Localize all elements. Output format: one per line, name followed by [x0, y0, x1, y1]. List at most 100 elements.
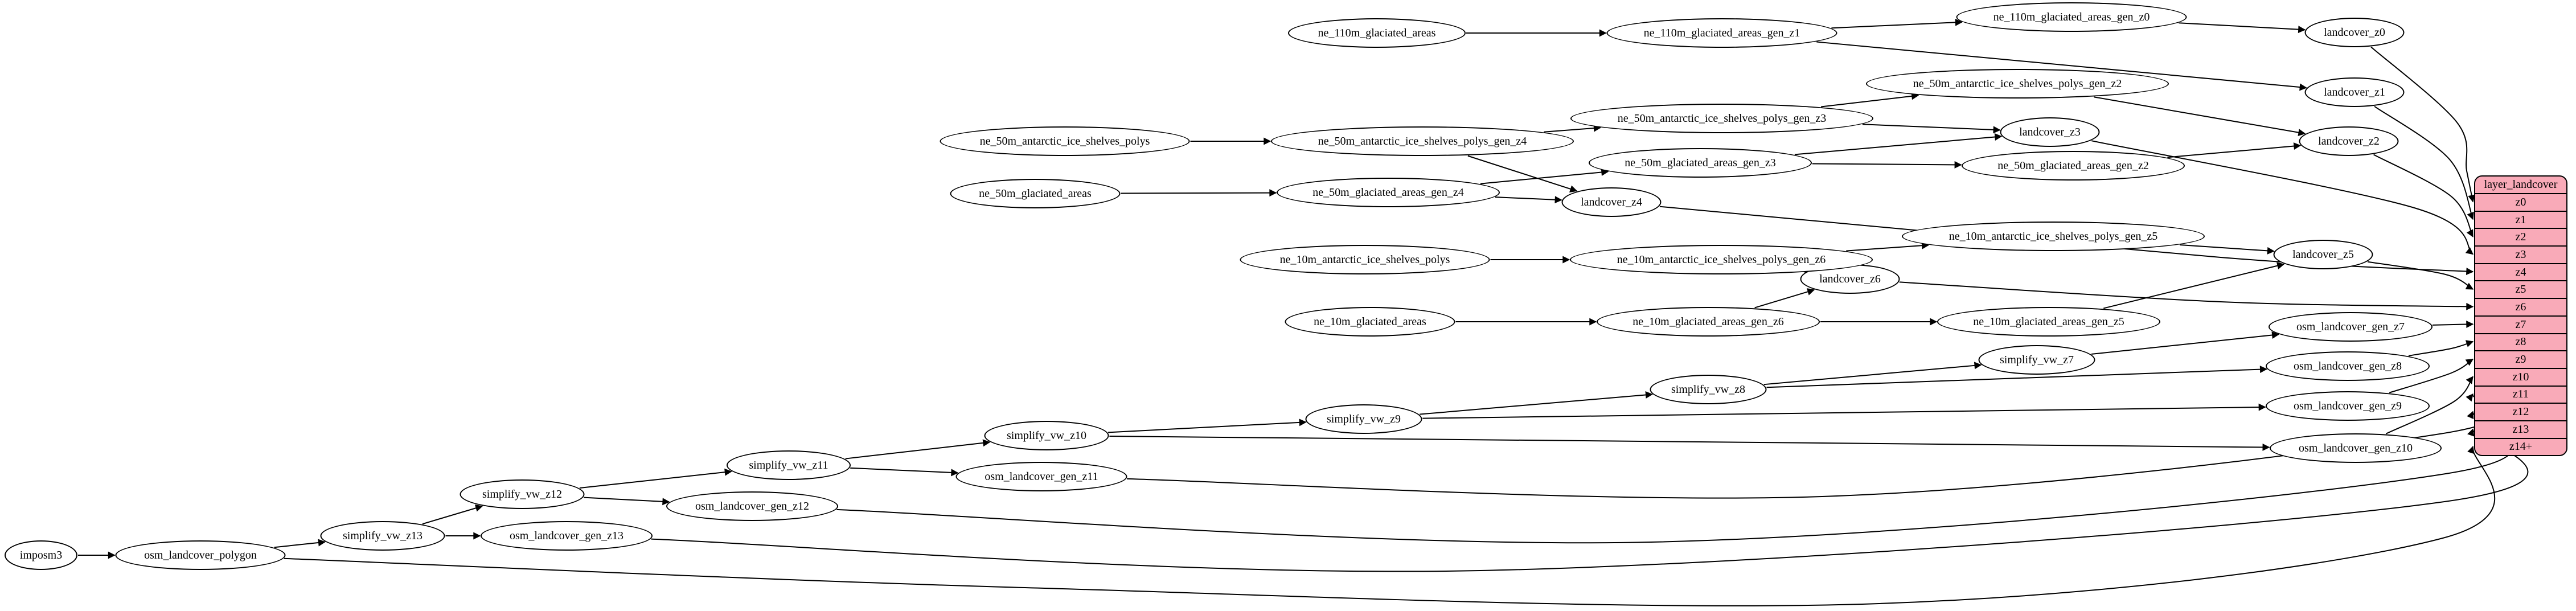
layer-table-row-z0: z0: [2475, 193, 2566, 211]
node-landcover_z1: landcover_z1: [2304, 77, 2405, 107]
edge-landcover_z2-to-row-z2: [2373, 154, 2474, 237]
node-landcover_z0: landcover_z0: [2304, 18, 2405, 47]
edge-ne_110m_glaciated_areas_gen_z1-to-ne_110m_glaciated_areas_gen_z0: [1831, 18, 1963, 29]
layer-table-row-z6: z6: [2475, 298, 2566, 315]
node-landcover_z2: landcover_z2: [2299, 126, 2399, 156]
layer-table-row-z1: z1: [2475, 210, 2566, 228]
edge-ne_50m_antarctic_ice_shelves_polys_gen_z2-to-landcover_z2: [2094, 96, 2306, 137]
layer-table-row-z7: z7: [2475, 315, 2566, 333]
node-simplify_vw_z10: simplify_vw_z10: [984, 421, 1109, 450]
edge-simplify_vw_z9-to-osm_landcover_gen_z9: [1422, 403, 2266, 419]
edge-ne_10m_antarctic_ice_shelves_polys_gen_z6-to-ne_10m_antarctic_ice_shelves_polys_gen_z5: [1846, 241, 1930, 252]
layer-table-row-z12: z12: [2475, 403, 2566, 420]
node-ne_50m_glaciated_areas_gen_z4: ne_50m_glaciated_areas_gen_z4: [1277, 178, 1500, 207]
node-osm_landcover_gen_z7: osm_landcover_gen_z7: [2269, 312, 2433, 342]
node-simplify_vw_z12: simplify_vw_z12: [460, 479, 585, 509]
node-ne_10m_glaciated_areas_gen_z6: ne_10m_glaciated_areas_gen_z6: [1597, 307, 1820, 337]
edge-ne_50m_antarctic_ice_shelves_polys_gen_z4-to-ne_50m_antarctic_ice_shelves_polys_gen_z3: [1544, 124, 1601, 133]
edge-simplify_vw_z9-to-simplify_vw_z8: [1420, 391, 1653, 415]
edge-osm_landcover_gen_z8-to-row-z8: [2408, 340, 2474, 356]
layer-table-row-z2: z2: [2475, 228, 2566, 245]
edge-landcover_z6-to-row-z6: [1899, 281, 2474, 310]
node-simplify_vw_z13: simplify_vw_z13: [320, 521, 445, 551]
edge-ne_50m_antarctic_ice_shelves_polys_gen_z3-to-ne_50m_antarctic_ice_shelves_polys_gen_z2: [1821, 92, 1919, 108]
edge-ne_50m_glaciated_areas_gen_z4-to-ne_50m_glaciated_areas_gen_z3: [1480, 169, 1609, 184]
edge-simplify_vw_z8-to-simplify_vw_z7: [1763, 362, 1982, 386]
edge-ne_50m_glaciated_areas_gen_z4-to-landcover_z4: [1495, 196, 1562, 204]
edge-simplify_vw_z11-to-simplify_vw_z10: [845, 439, 991, 460]
node-ne_50m_antarctic_ice_shelves_polys_gen_z2: ne_50m_antarctic_ice_shelves_polys_gen_z…: [1866, 69, 2169, 99]
edge-ne_50m_glaciated_areas_gen_z3-to-landcover_z3: [1794, 133, 2003, 155]
edge-simplify_vw_z8-to-osm_landcover_gen_z8: [1766, 366, 2268, 388]
node-landcover_z4: landcover_z4: [1561, 187, 1662, 217]
edge-landcover_z1-to-row-z1: [2374, 105, 2474, 220]
node-ne_110m_glaciated_areas_gen_z0: ne_110m_glaciated_areas_gen_z0: [1956, 2, 2187, 32]
layer-table-row-z13: z13: [2475, 420, 2566, 438]
edge-ne_50m_glaciated_areas-to-ne_50m_glaciated_areas_gen_z4: [1121, 189, 1277, 197]
edge-ne_50m_glaciated_areas_gen_z3-to-ne_50m_glaciated_areas_gen_z2: [1812, 161, 1962, 169]
node-ne_10m_glaciated_areas_gen_z5: ne_10m_glaciated_areas_gen_z5: [1937, 307, 2160, 337]
node-imposm3: imposm3: [5, 540, 77, 570]
node-ne_50m_antarctic_ice_shelves_polys: ne_50m_antarctic_ice_shelves_polys: [940, 126, 1190, 156]
node-ne_110m_glaciated_areas: ne_110m_glaciated_areas: [1288, 18, 1466, 48]
edge-ne_10m_antarctic_ice_shelves_polys_gen_z5-to-landcover_z5: [2179, 244, 2275, 255]
edge-osm_landcover_polygon-to-row-z14+: [284, 445, 2496, 606]
node-osm_landcover_polygon: osm_landcover_polygon: [115, 540, 286, 570]
node-simplify_vw_z9: simplify_vw_z9: [1305, 404, 1422, 434]
node-simplify_vw_z8: simplify_vw_z8: [1650, 375, 1767, 404]
node-ne_50m_antarctic_ice_shelves_polys_gen_z3: ne_50m_antarctic_ice_shelves_polys_gen_z…: [1570, 104, 1873, 133]
layer-table-row-z8: z8: [2475, 333, 2566, 351]
node-ne_50m_glaciated_areas_gen_z2: ne_50m_glaciated_areas_gen_z2: [1962, 151, 2185, 181]
edge-ne_10m_glaciated_areas_gen_z6-to-landcover_z6: [1754, 288, 1815, 309]
node-ne_50m_glaciated_areas_gen_z3: ne_50m_glaciated_areas_gen_z3: [1589, 148, 1812, 178]
node-osm_landcover_gen_z12: osm_landcover_gen_z12: [666, 491, 838, 521]
layer-table-row-z11: z11: [2475, 385, 2566, 403]
edge-ne_110m_glaciated_areas_gen_z1-to-landcover_z1: [1816, 41, 2307, 91]
node-ne_10m_glaciated_areas: ne_10m_glaciated_areas: [1285, 307, 1455, 337]
edge-landcover_z4-to-row-z4: [1659, 206, 2474, 275]
layer-table-row-z5: z5: [2475, 280, 2566, 298]
edge-simplify_vw_z10-to-osm_landcover_gen_z10: [1109, 436, 2270, 451]
node-osm_landcover_gen_z8: osm_landcover_gen_z8: [2266, 351, 2430, 381]
edge-landcover_z3-to-row-z3: [2091, 140, 2474, 255]
edge-ne_50m_antarctic_ice_shelves_polys_gen_z3-to-landcover_z3: [1862, 124, 2001, 134]
edge-ne_50m_glaciated_areas_gen_z2-to-landcover_z2: [2167, 142, 2302, 158]
node-landcover_z3: landcover_z3: [2000, 117, 2100, 147]
edge-osm_landcover_gen_z13-to-row-z13: [651, 428, 2529, 572]
node-ne_50m_glaciated_areas: ne_50m_glaciated_areas: [950, 179, 1121, 208]
edge-simplify_vw_z12-to-simplify_vw_z11: [579, 468, 732, 489]
edge-simplify_vw_z12-to-osm_landcover_gen_z12: [584, 497, 670, 506]
layer-table-row-z9: z9: [2475, 350, 2566, 368]
edge-landcover_z5-to-row-z5: [2367, 261, 2474, 290]
node-osm_landcover_gen_z13: osm_landcover_gen_z13: [481, 521, 653, 551]
node-landcover_z5: landcover_z5: [2273, 240, 2373, 269]
edge-osm_landcover_gen_z10-to-row-z10: [2385, 376, 2474, 434]
node-ne_10m_antarctic_ice_shelves_polys_gen_z5: ne_10m_antarctic_ice_shelves_polys_gen_z…: [1902, 222, 2205, 251]
node-osm_landcover_gen_z11: osm_landcover_gen_z11: [955, 462, 1127, 491]
edge-ne_10m_glaciated_areas_gen_z5-to-landcover_z5: [2103, 262, 2285, 309]
node-ne_50m_antarctic_ice_shelves_polys_gen_z4: ne_50m_antarctic_ice_shelves_polys_gen_z…: [1271, 126, 1574, 156]
edge-landcover_z0-to-row-z0: [2370, 46, 2476, 203]
edge-osm_landcover_gen_z9-to-row-z9: [2389, 358, 2474, 393]
edge-simplify_vw_z10-to-simplify_vw_z9: [1108, 419, 1307, 433]
node-ne_10m_antarctic_ice_shelves_polys_gen_z6: ne_10m_antarctic_ice_shelves_polys_gen_z…: [1570, 245, 1873, 274]
layer-table-row-z14+: z14+: [2475, 437, 2566, 456]
node-ne_10m_antarctic_ice_shelves_polys: ne_10m_antarctic_ice_shelves_polys: [1240, 245, 1490, 274]
edge-simplify_vw_z13-to-simplify_vw_z12: [422, 504, 483, 525]
node-simplify_vw_z11: simplify_vw_z11: [727, 450, 851, 480]
layer-table-row-z3: z3: [2475, 245, 2566, 263]
node-simplify_vw_z7: simplify_vw_z7: [1978, 345, 2095, 375]
node-osm_landcover_gen_z10: osm_landcover_gen_z10: [2270, 433, 2442, 463]
edge-simplify_vw_z7-to-osm_landcover_gen_z7: [2091, 331, 2280, 355]
edge-simplify_vw_z11-to-osm_landcover_gen_z11: [850, 467, 959, 477]
node-ne_110m_glaciated_areas_gen_z1: ne_110m_glaciated_areas_gen_z1: [1606, 18, 1837, 48]
edge-ne_110m_glaciated_areas_gen_z0-to-landcover_z0: [2179, 22, 2306, 34]
edge-ne_50m_antarctic_ice_shelves_polys_gen_z4-to-landcover_z4: [1467, 155, 1578, 192]
edge-osm_landcover_gen_z7-to-row-z7: [2432, 321, 2474, 329]
node-osm_landcover_gen_z9: osm_landcover_gen_z9: [2266, 391, 2430, 421]
